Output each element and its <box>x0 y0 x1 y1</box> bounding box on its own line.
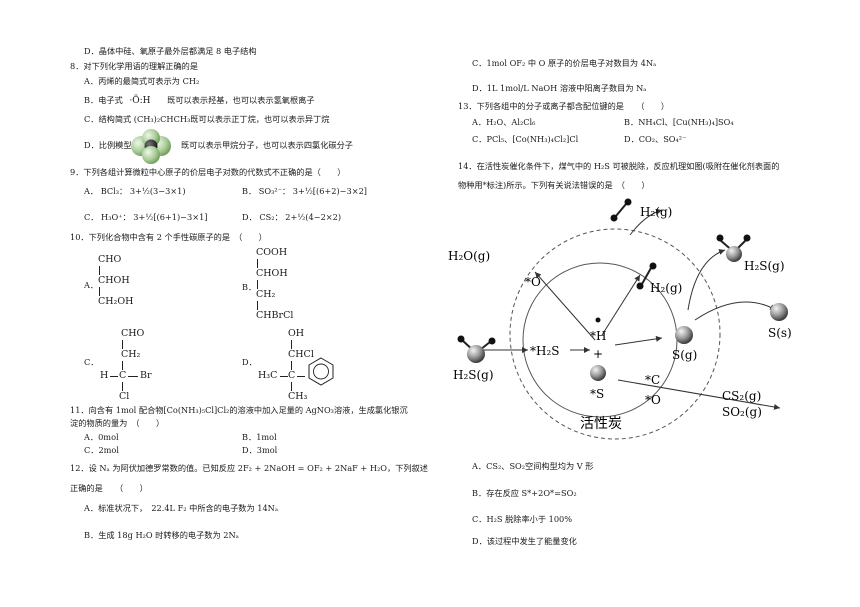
q8-option-b-label: B．电子式 <box>84 95 123 105</box>
label-activated-carbon: 活性炭 <box>580 416 622 432</box>
q8-option-c: C．结构简式 (CH₃)₂CHCH₃既可以表示正丁烷，也可以表示异丁烷 <box>84 114 330 124</box>
label-h2s-star: *H₂S <box>530 344 560 358</box>
q14-option-d: D．该过程中发生了能量变化 <box>472 536 577 546</box>
structure-a-line-2: CHOH <box>98 275 130 286</box>
structure-b-line-2: CHOH <box>256 268 288 279</box>
q9-option-c: C． H₃O⁺： 3+½[(6+1)−3×1] <box>84 212 208 222</box>
label-h2o: H₂O(g) <box>448 249 490 263</box>
structure-b-line-4: CHBrCl <box>256 310 294 321</box>
q14-option-a: A．CS₂、SO₂空间构型均为 V 形 <box>472 461 594 471</box>
dashed-boundary <box>509 228 721 440</box>
label-h-star: *H <box>590 329 606 343</box>
space-filling-model-image <box>131 129 171 164</box>
q12-stem-line-2: 正确的是 （ ） <box>70 483 148 493</box>
label-plus: + <box>593 347 603 361</box>
label-c-star: *C <box>645 373 660 387</box>
structure-d-oh: OH <box>288 328 305 339</box>
q11-stem-line-1: 11．向含有 1mol 配合物[Co(NH₃)₅Cl]Cl₂的溶液中加入足量的 … <box>70 405 408 415</box>
s-star-sphere <box>590 365 606 381</box>
q12-option-d: D．1L 1mol/L NaOH 溶液中阳离子数目为 Nₐ <box>472 83 647 93</box>
structure-c-carbon: C <box>119 370 127 381</box>
q11-option-a: A．0mol <box>84 432 119 442</box>
h2-molecule-mid <box>636 262 657 290</box>
q9-option-b: B． SO₃²⁻： 3+½[(6+2)−3×2] <box>242 186 368 196</box>
label-h2-mid: H₂(g) <box>650 281 682 295</box>
q7-option-d: D．晶体中硅、氧原子最外层都满足 8 电子结构 <box>84 46 257 56</box>
q8-option-d-text: 既可以表示甲烷分子，也可以表示四氯化碳分子 <box>181 140 353 150</box>
q11-option-b: B．1mol <box>242 432 277 442</box>
q12-option-b: B．生成 18g H₂O 时转移的电子数为 2Nₐ <box>84 530 239 540</box>
q12-stem-line-1: 12．设 Nₐ 为阿伏加德罗常数的值。已知反应 2F₂ + 2NaOH = OF… <box>70 463 428 473</box>
h2s-molecule-left <box>457 335 496 363</box>
q11-stem-line-2: 淀的物质的量为 （ ） <box>70 418 165 428</box>
structure-b-line-3: CH₂ <box>256 289 276 300</box>
q14-option-c: C．H₂S 脱除率小于 100% <box>472 514 573 524</box>
structure-a-line-3: CH₂OH <box>98 296 134 307</box>
q8-option-d: D．比例模型 <box>84 140 132 151</box>
q9-option-a: A． BCl₃： 3+½(3−3×1) <box>84 186 186 196</box>
structure-d-h3c: H₃C <box>258 370 278 381</box>
q14-stem-line-1: 14．在活性炭催化条件下，煤气中的 H₂S 可被脱除，反应机理如图(吸附在催化剂… <box>458 161 780 171</box>
structure-c-br: Br <box>140 370 152 381</box>
label-s-star: *S <box>590 387 604 401</box>
q10-stem: 10．下列化合物中含有 2 个手性碳原子的是 （ ） <box>70 232 267 242</box>
structure-c-h: H <box>100 370 109 381</box>
q14-option-b: B．存在反应 S*+2O*=SO₂ <box>472 488 577 498</box>
benzene-ring-icon <box>308 357 334 386</box>
q10-option-d-label: D． <box>242 357 257 367</box>
label-h2s-right: H₂S(g) <box>744 259 785 273</box>
h-star-dot <box>595 317 601 323</box>
q13-stem: 13．下列各组中的分子或离子都含配位键的是 （ ） <box>458 101 670 111</box>
q9-option-d: D． CS₂： 2+½(4−2×2) <box>242 212 342 222</box>
structure-d-carbon: C <box>288 370 296 381</box>
label-h2s-left: H₂S(g) <box>453 368 494 382</box>
q12-option-a: A．标准状况下， 22.4L F₂ 中所含的电子数为 14Nₐ <box>84 503 278 513</box>
q11-option-c: C．2mol <box>84 445 119 455</box>
h2-molecule-top <box>610 198 632 222</box>
label-o-star: *O <box>525 275 541 289</box>
structure-c-cl: Cl <box>119 391 130 402</box>
label-so2: SO₂(g) <box>722 405 762 419</box>
q8-option-b-text: 既可以表示羟基，也可以表示氢氧根离子 <box>167 95 315 105</box>
q11-option-d: D．3mol <box>242 445 278 455</box>
electron-formula: ·Ö:H <box>129 96 151 106</box>
q8-option-b: B．电子式 ·Ö:H 既可以表示羟基，也可以表示氢氧根离子 <box>84 95 315 107</box>
q12-option-c: C．1mol OF₂ 中 O 原子的价层电子对数目为 4Nₐ <box>472 58 657 68</box>
structure-c-top: CHO <box>121 328 145 339</box>
h2s-molecule-right <box>716 234 751 262</box>
q8-option-d-label: D．比例模型 <box>84 140 132 150</box>
label-h2-top: H₂(g) <box>640 205 672 219</box>
q10-option-c-label: C． <box>84 357 99 367</box>
s-gas-sphere <box>675 326 693 344</box>
s-solid-sphere <box>770 303 788 321</box>
structure-b-line-1: COOH <box>256 247 288 258</box>
q13-option-a: A．H₂O、Al₂Cl₆ <box>472 117 536 127</box>
q13-option-b: B．NH₄Cl、[Cu(NH₃)₄]SO₄ <box>624 117 734 127</box>
structure-a-line-1: CHO <box>98 254 122 265</box>
label-o-star-2: *O <box>645 393 661 407</box>
q14-stem-line-2: 物种用*标注)所示。下列有关说法错误的是 （ ） <box>458 180 650 190</box>
label-s-gas: S(g) <box>672 348 697 362</box>
q8-stem: 8．对下列化学用语的理解正确的是 <box>70 61 199 71</box>
q10-option-a-label: A． <box>84 280 99 290</box>
structure-c-ch2: CH₂ <box>121 349 141 360</box>
structure-d-chcl: CHCl <box>288 349 314 360</box>
q9-stem: 9．下列各组计算微粒中心原子的价层电子对数的代数式不正确的是（ ） <box>70 167 346 177</box>
q13-option-d: D．CO₂、SO₄²⁻ <box>624 134 687 144</box>
reaction-mechanism-diagram: H₂(g) H₂O(g) *O H₂S(g) H₂(g) S(s) S(g) H… <box>448 198 792 440</box>
structure-d-ch3: CH₃ <box>288 391 308 402</box>
q8-option-a: A．丙烯的最简式可表示为 CH₂ <box>84 76 200 86</box>
label-s-solid: S(s) <box>768 326 792 340</box>
q13-option-c: C．PCl₅、[Co(NH₃)₄Cl₂]Cl <box>472 134 579 144</box>
q10-option-b-label: B． <box>242 282 257 292</box>
label-cs2: CS₂(g) <box>722 389 761 403</box>
